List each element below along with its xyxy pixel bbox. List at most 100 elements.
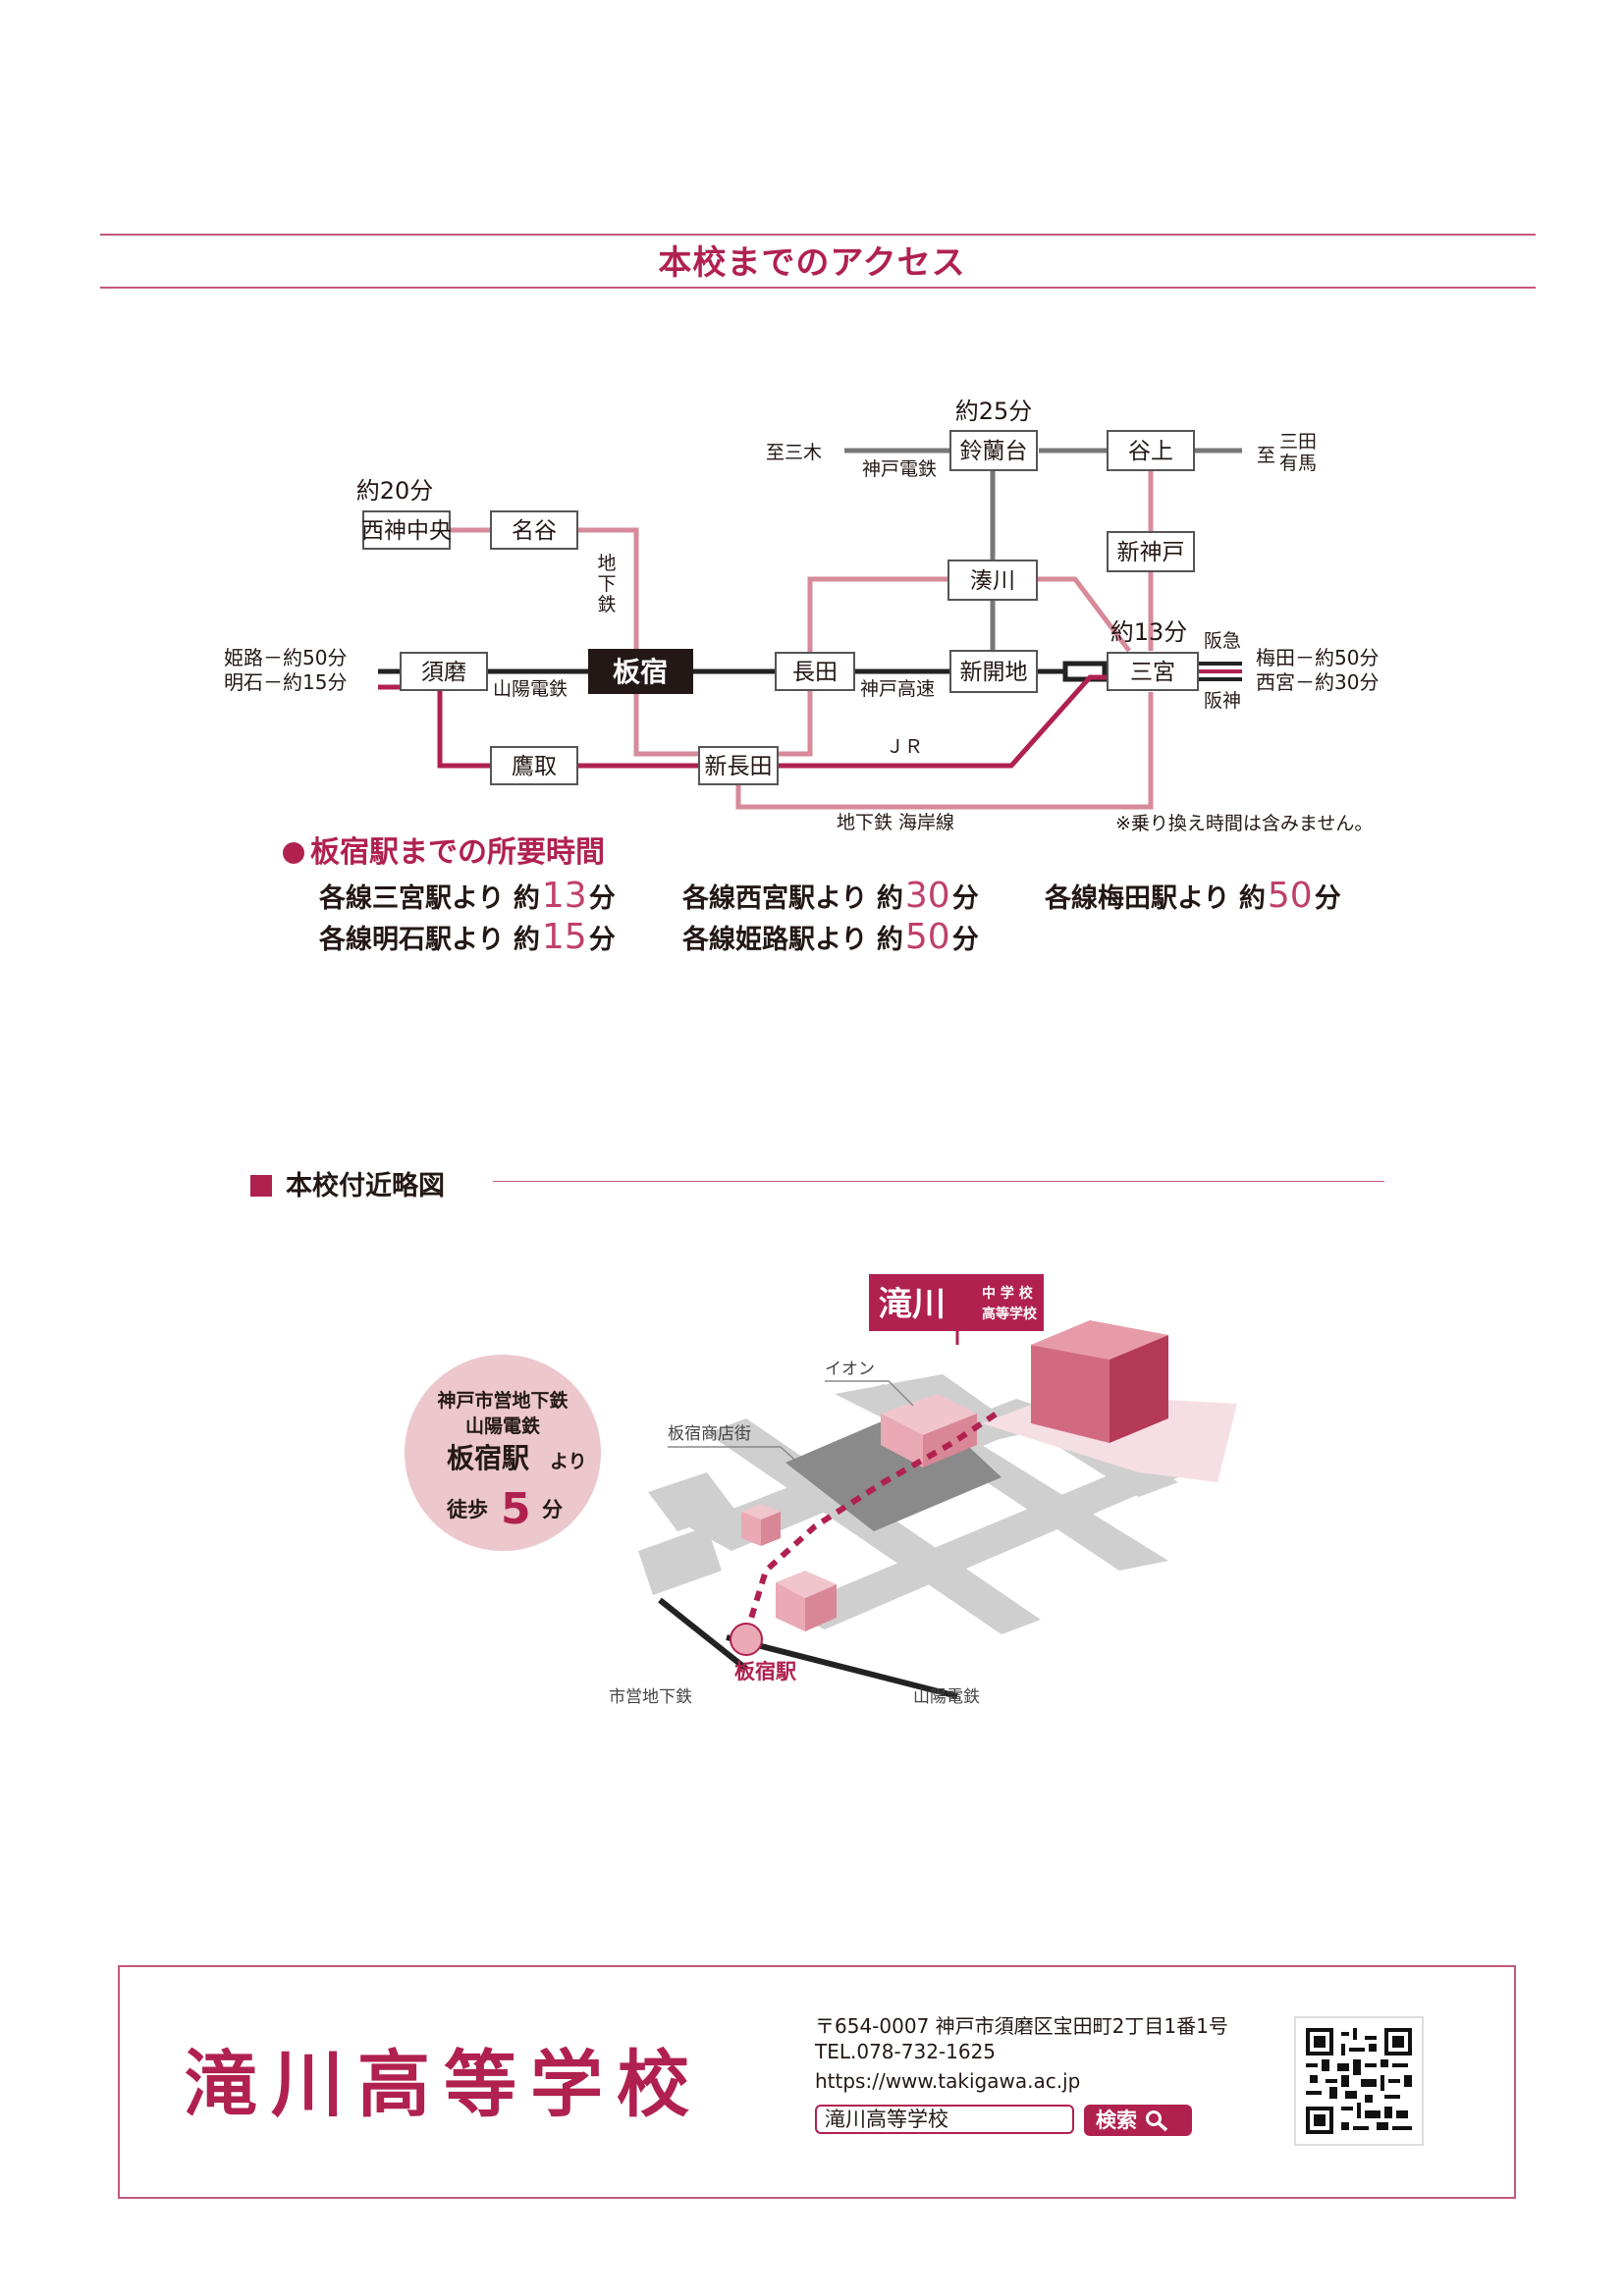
walking-route bbox=[743, 1411, 999, 1635]
travel-time-row-himeji: 各線姫路駅より 約50分 bbox=[682, 917, 979, 957]
badge-line2: 山陽電鉄 bbox=[465, 1415, 540, 1437]
station-box-nagata bbox=[775, 652, 855, 691]
travel-times-heading-text: 板宿駅までの所要時間 bbox=[310, 835, 605, 870]
travel-time-num: 30 bbox=[904, 876, 950, 916]
end-label-miki: 至三木 bbox=[766, 442, 822, 463]
qr-code-pattern bbox=[1306, 2028, 1412, 2134]
nearby-map: イオン 板宿商店街 市営地下鉄 山陽電鉄 板宿駅 滝川 中 学 校 高等学校 神… bbox=[405, 1274, 1237, 1707]
travel-time-unit: 分 bbox=[588, 883, 616, 914]
aeon-leader bbox=[825, 1380, 914, 1407]
school-sign bbox=[869, 1274, 1044, 1331]
station-box-nishikamichuo bbox=[362, 510, 451, 550]
kaigan-line bbox=[735, 692, 1154, 810]
station-box-myodani bbox=[490, 510, 578, 550]
line-label-kobe-kosoku: 神戸高速 bbox=[860, 678, 935, 700]
subway-line-minatogawa bbox=[1037, 576, 1131, 653]
station-box-shinkobe bbox=[1107, 531, 1195, 572]
travel-times-heading: 板宿駅までの所要時間 bbox=[283, 828, 605, 871]
jr-line-suma bbox=[437, 691, 491, 769]
line-label-subway-2: 下 bbox=[597, 573, 616, 595]
travel-time-prefix: 約 bbox=[513, 925, 540, 955]
station-box-itayado bbox=[588, 649, 693, 694]
station-takatori: 鷹取 bbox=[512, 754, 557, 779]
travel-time-unit: 分 bbox=[951, 925, 979, 955]
station-minatogawa: 湊川 bbox=[970, 568, 1015, 594]
header-bottom-rule bbox=[100, 287, 1536, 289]
badge-station: 板宿駅 bbox=[447, 1442, 529, 1474]
label-subway: 市営地下鉄 bbox=[609, 1687, 692, 1707]
station-suzurandai: 鈴蘭台 bbox=[960, 439, 1028, 464]
time-sannomiya: 約13分 bbox=[1110, 618, 1188, 646]
footer-box: 滝川高等学校 〒654-0007 神戸市須磨区宝田町2丁目1番1号 TEL.07… bbox=[118, 1965, 1516, 2199]
station-box-shinkaichi bbox=[949, 650, 1038, 693]
label-aeon: イオン bbox=[825, 1360, 875, 1379]
travel-time-num: 50 bbox=[1267, 876, 1313, 916]
search-button[interactable]: 検索 bbox=[1084, 2105, 1192, 2136]
route-map: 西神中央 名谷 須磨 板宿 長田 新開地 三宮 鷹取 新長田 湊川 鈴蘭台 谷上… bbox=[224, 398, 1379, 834]
school-sign-line1: 中 学 校 bbox=[982, 1285, 1034, 1302]
travel-time-label: 各線西宮駅より bbox=[682, 883, 868, 914]
travel-time-unit: 分 bbox=[951, 883, 979, 914]
line-label-hanshin: 阪神 bbox=[1204, 690, 1241, 712]
station-shinkobe: 新神戸 bbox=[1117, 540, 1185, 565]
travel-time-num: 15 bbox=[541, 917, 587, 957]
nearby-map-rule bbox=[493, 1181, 1384, 1182]
nearby-map-heading: 本校付近略図 bbox=[250, 1164, 445, 1202]
station-myodani: 名谷 bbox=[512, 518, 557, 544]
jr-line-sannomiya bbox=[778, 674, 1108, 769]
station-box-suzurandai bbox=[949, 430, 1038, 471]
travel-time-unit: 分 bbox=[588, 925, 616, 955]
station-tanigami: 谷上 bbox=[1128, 439, 1173, 464]
end-label-nishinomiya: 西宮－約30分 bbox=[1256, 670, 1379, 694]
end-label-himeji: 姫路－約50分 bbox=[224, 646, 347, 669]
school-building bbox=[1031, 1320, 1168, 1443]
school-sign-line2: 高等学校 bbox=[982, 1306, 1038, 1322]
line-label-hankyu: 阪急 bbox=[1204, 630, 1241, 652]
station-nagata: 長田 bbox=[792, 660, 838, 685]
station-box-shinnagata bbox=[698, 746, 779, 785]
travel-time-row-umeda: 各線梅田駅より 約50分 bbox=[1045, 876, 1341, 916]
travel-time-num: 50 bbox=[904, 917, 950, 957]
station-suma: 須磨 bbox=[421, 660, 466, 685]
line-label-subway-1: 地 bbox=[597, 553, 616, 574]
line-label-sanyo: 山陽電鉄 bbox=[493, 678, 568, 700]
subway-rail bbox=[658, 1597, 748, 1672]
search-input[interactable]: 滝川高等学校 bbox=[815, 2105, 1074, 2134]
label-itayado-station: 板宿駅 bbox=[734, 1660, 797, 1683]
badge-walk: 徒歩 bbox=[446, 1498, 488, 1522]
end-label-arima: 有馬 bbox=[1279, 453, 1317, 474]
footer-url[interactable]: https://www.takigawa.ac.jp bbox=[815, 2069, 1081, 2093]
travel-time-row-sannomiya: 各線三宮駅より 約13分 bbox=[319, 876, 616, 916]
page-title: 本校までのアクセス bbox=[658, 243, 966, 283]
travel-time-label: 各線明石駅より bbox=[319, 925, 505, 955]
walk-time-badge bbox=[405, 1355, 601, 1551]
itayado-station-marker bbox=[730, 1623, 763, 1656]
travel-time-prefix: 約 bbox=[876, 883, 903, 914]
heading-square bbox=[250, 1175, 272, 1197]
label-shotengai: 板宿商店街 bbox=[668, 1424, 751, 1444]
end-label-akashi: 明石－約15分 bbox=[224, 670, 347, 694]
end-label-sanda-prefix: 至 bbox=[1257, 445, 1275, 466]
nearby-map-heading-text: 本校付近略図 bbox=[286, 1171, 445, 1201]
station-box-minatogawa bbox=[947, 560, 1038, 601]
badge-yori: より bbox=[550, 1451, 587, 1472]
badge-num: 5 bbox=[501, 1484, 531, 1534]
travel-time-row-akashi: 各線明石駅より 約15分 bbox=[319, 917, 616, 957]
footer-tel: TEL.078-732-1625 bbox=[815, 2040, 997, 2063]
station-shinnagata: 新長田 bbox=[705, 754, 773, 779]
footer-address: 〒654-0007 神戸市須磨区宝田町2丁目1番1号 bbox=[815, 2014, 1228, 2038]
search-button-label: 検索 bbox=[1096, 2109, 1137, 2132]
footer-school-name: 滝川高等学校 bbox=[185, 2043, 703, 2127]
line-label-kaigan: 地下鉄 海岸線 bbox=[837, 812, 954, 833]
station-shinkaichi: 新開地 bbox=[960, 660, 1028, 685]
header-top-rule bbox=[100, 234, 1536, 236]
travel-time-prefix: 約 bbox=[513, 883, 540, 914]
badge-unit: 分 bbox=[542, 1498, 563, 1522]
small-building-1 bbox=[741, 1504, 781, 1546]
end-label-umeda: 梅田－約50分 bbox=[1256, 646, 1379, 669]
station-sannomiya: 三宮 bbox=[1130, 660, 1175, 685]
line-label-kobe-dentetsu: 神戸電鉄 bbox=[862, 458, 937, 480]
school-sign-name: 滝川 bbox=[879, 1285, 946, 1324]
time-nishikamichuo: 約20分 bbox=[356, 477, 434, 505]
qr-code[interactable] bbox=[1294, 2016, 1424, 2146]
